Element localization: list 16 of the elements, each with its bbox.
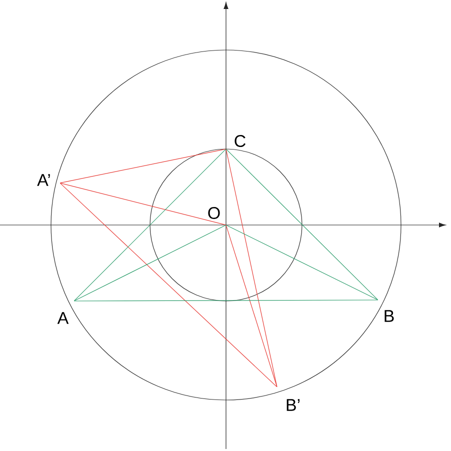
line-segment: [226, 148, 278, 388]
point-label: B’: [286, 399, 300, 411]
point-label: A’: [37, 174, 50, 186]
line-segment: [226, 148, 378, 300]
line-segment: [226, 224, 378, 300]
line-segment: [74, 224, 226, 302]
line-segment: [60, 182, 278, 388]
line-segment: [74, 148, 226, 302]
point-label: A: [57, 312, 69, 324]
point-label: B: [384, 310, 394, 322]
line-segment: [60, 148, 226, 184]
line-segment: [226, 224, 278, 388]
line-segment: [60, 182, 226, 226]
point-label: C: [234, 134, 246, 148]
point-label: O: [208, 206, 220, 220]
line-segment: [74, 300, 378, 302]
